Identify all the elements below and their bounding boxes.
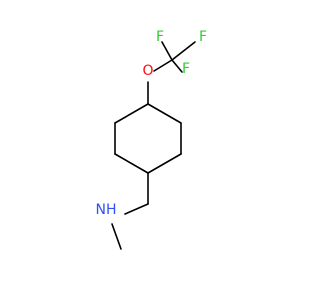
atom-o: O xyxy=(142,63,153,79)
bond-c-f-top-left xyxy=(161,41,173,61)
molecule-svg: F F F O NH xyxy=(96,29,207,250)
atom-f-top-right: F xyxy=(199,29,207,45)
ring-bond-3 xyxy=(147,153,182,174)
bond-c-f-right xyxy=(171,59,183,73)
bond-n-ch3 xyxy=(111,223,122,250)
atom-f-right: F xyxy=(182,61,190,77)
molecule-diagram: F F F O NH xyxy=(95,29,208,250)
bond-c-f-top-right xyxy=(171,41,196,61)
atom-f-top-left: F xyxy=(156,29,164,45)
atom-nh: NH xyxy=(96,202,117,218)
bond-o-cf3 xyxy=(153,59,173,72)
ring-bond-1 xyxy=(147,103,182,124)
ring-bond-6 xyxy=(114,103,149,124)
bond-ch2-n xyxy=(124,203,149,215)
ring-bond-4 xyxy=(114,153,149,174)
